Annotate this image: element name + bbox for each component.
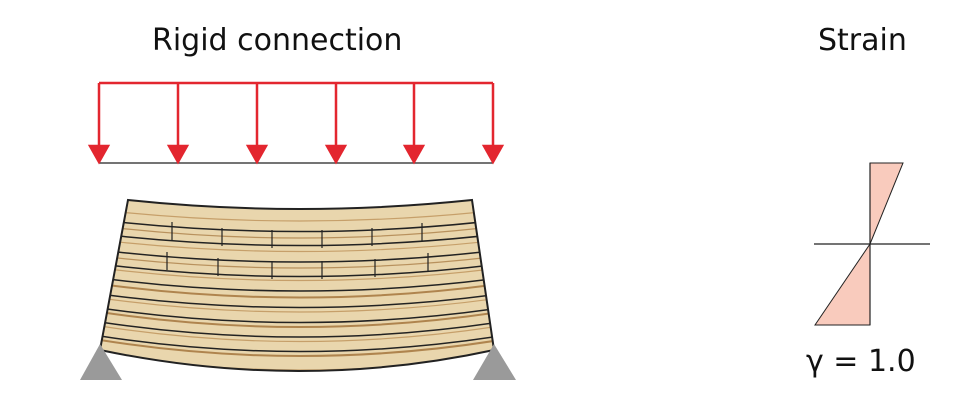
load-arrow <box>402 83 426 165</box>
strain-top-wedge <box>869 162 904 245</box>
load-arrow <box>245 83 269 165</box>
load-arrow <box>324 83 348 165</box>
timber-beam <box>98 198 496 372</box>
load-arrow <box>166 83 190 165</box>
distributed-load <box>87 81 505 165</box>
strain-diagram <box>814 162 930 326</box>
gamma-label: γ = 1.0 <box>806 344 916 379</box>
right-support <box>473 344 516 380</box>
strain-title: Strain <box>818 23 907 58</box>
lamination-lines <box>100 219 494 353</box>
board-joints <box>166 222 429 279</box>
left-support <box>80 344 122 380</box>
rigid-connection-title: Rigid connection <box>152 23 403 58</box>
strain-bottom-wedge <box>814 242 871 326</box>
load-arrow <box>87 83 111 165</box>
load-arrow <box>481 83 505 165</box>
